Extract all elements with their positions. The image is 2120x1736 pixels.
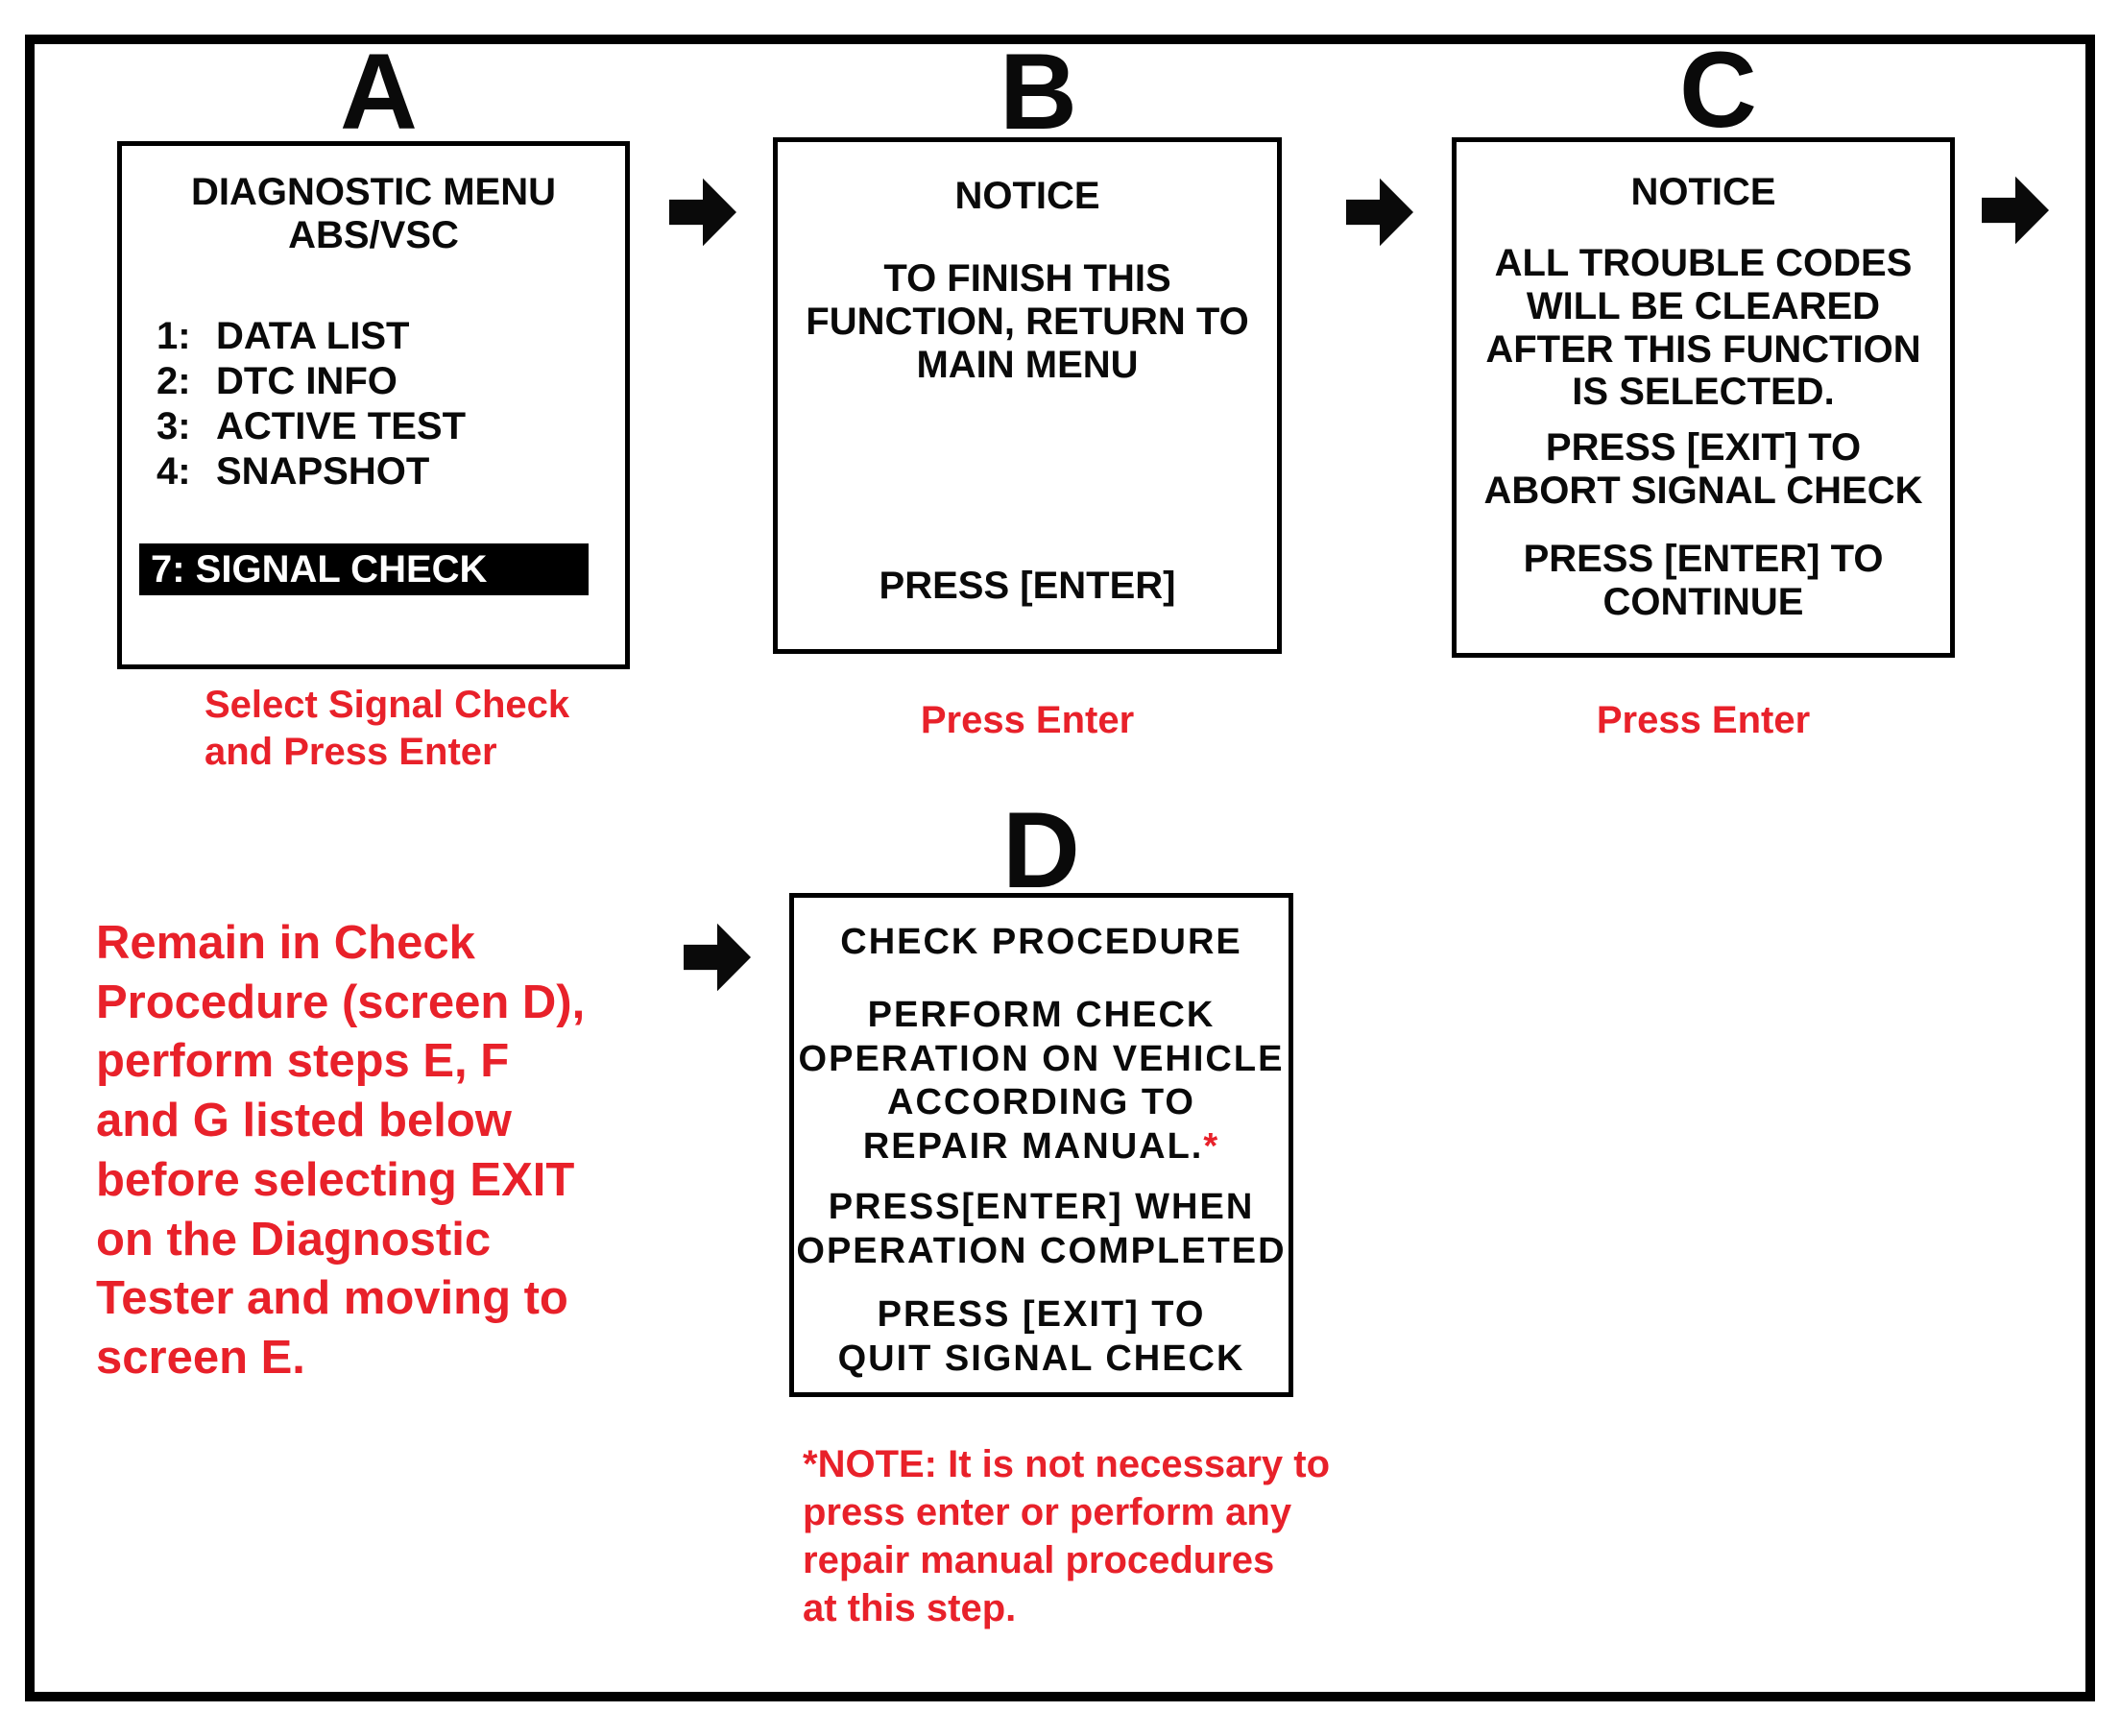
menu-item-1: 1: DATA LIST xyxy=(157,315,466,360)
caption-select-signal-check: Select Signal Check and Press Enter xyxy=(205,682,569,776)
screen-d-heading: CHECK PROCEDURE xyxy=(840,922,1242,962)
red-asterisk: * xyxy=(1203,1125,1220,1167)
caption-text: Select Signal Check and Press Enter xyxy=(205,684,570,773)
screen-c-notice: NOTICE ALL TROUBLE CODES WILL BE CLEARED… xyxy=(1452,137,1955,658)
step-letter-b: B xyxy=(1000,32,1078,152)
screen-c-heading: NOTICE xyxy=(1630,171,1776,213)
screen-c-body-trouble-codes: ALL TROUBLE CODES WILL BE CLEARED AFTER … xyxy=(1485,242,1921,414)
caption-press-enter-b: Press Enter xyxy=(920,699,1135,741)
screen-b-notice: NOTICE TO FINISH THIS FUNCTION, RETURN T… xyxy=(773,137,1282,654)
screen-d-check-procedure: CHECK PROCEDURE PERFORM CHECK OPERATION … xyxy=(789,893,1293,1397)
menu-item-number: 4: xyxy=(157,450,191,493)
note-asterisk: *NOTE: It is not necessary to press ente… xyxy=(803,1443,1331,1629)
menu-item-4: 4: SNAPSHOT xyxy=(157,450,466,495)
menu-item-number: 1: xyxy=(157,315,191,357)
screen-a-diagnostic-menu: DIAGNOSTIC MENU ABS/VSC 1: DATA LIST 2: … xyxy=(117,141,630,669)
step-letter-a: A xyxy=(340,32,419,152)
screen-b-footer: PRESS [ENTER] xyxy=(879,565,1176,607)
menu-item-label: DATA LIST xyxy=(216,315,410,357)
screen-c-body-press-enter: PRESS [ENTER] TO CONTINUE xyxy=(1523,538,1884,623)
menu-item-3: 3: ACTIVE TEST xyxy=(157,405,466,450)
menu-list: 1: DATA LIST 2: DTC INFO 3: ACTIVE TEST … xyxy=(157,315,466,495)
step-letter-d: D xyxy=(1002,790,1081,910)
menu-item-2: 2: DTC INFO xyxy=(157,360,466,405)
screen-a-title: DIAGNOSTIC MENU ABS/VSC xyxy=(191,171,556,256)
menu-item-label: SNAPSHOT xyxy=(216,450,430,493)
screen-d-body-perform-check: PERFORM CHECK OPERATION ON VEHICLE ACCOR… xyxy=(794,994,1289,1169)
caption-press-enter-c: Press Enter xyxy=(1596,699,1811,741)
screen-d-body-press-exit: PRESS [EXIT] TO QUIT SIGNAL CHECK xyxy=(837,1294,1245,1379)
screen-b-body: TO FINISH THIS FUNCTION, RETURN TO MAIN … xyxy=(806,257,1249,386)
instruction-remain-in-check-procedure: Remain in Check Procedure (screen D), pe… xyxy=(96,917,586,1385)
screen-d-body-press-enter: PRESS[ENTER] WHEN OPERATION COMPLETED xyxy=(796,1187,1287,1271)
menu-item-7-signal-check-highlighted: 7: SIGNAL CHECK xyxy=(139,543,589,595)
menu-item-number: 3: xyxy=(157,405,191,447)
menu-item-number: 2: xyxy=(157,360,191,402)
screen-d-body1-text: PERFORM CHECK OPERATION ON VEHICLE ACCOR… xyxy=(798,995,1285,1167)
menu-item-label: DTC INFO xyxy=(216,360,398,402)
screen-b-heading: NOTICE xyxy=(954,175,1100,217)
screen-c-body-press-exit: PRESS [EXIT] TO ABORT SIGNAL CHECK xyxy=(1483,426,1923,512)
menu-item-label: ACTIVE TEST xyxy=(216,405,467,447)
step-letter-c: C xyxy=(1679,30,1758,150)
